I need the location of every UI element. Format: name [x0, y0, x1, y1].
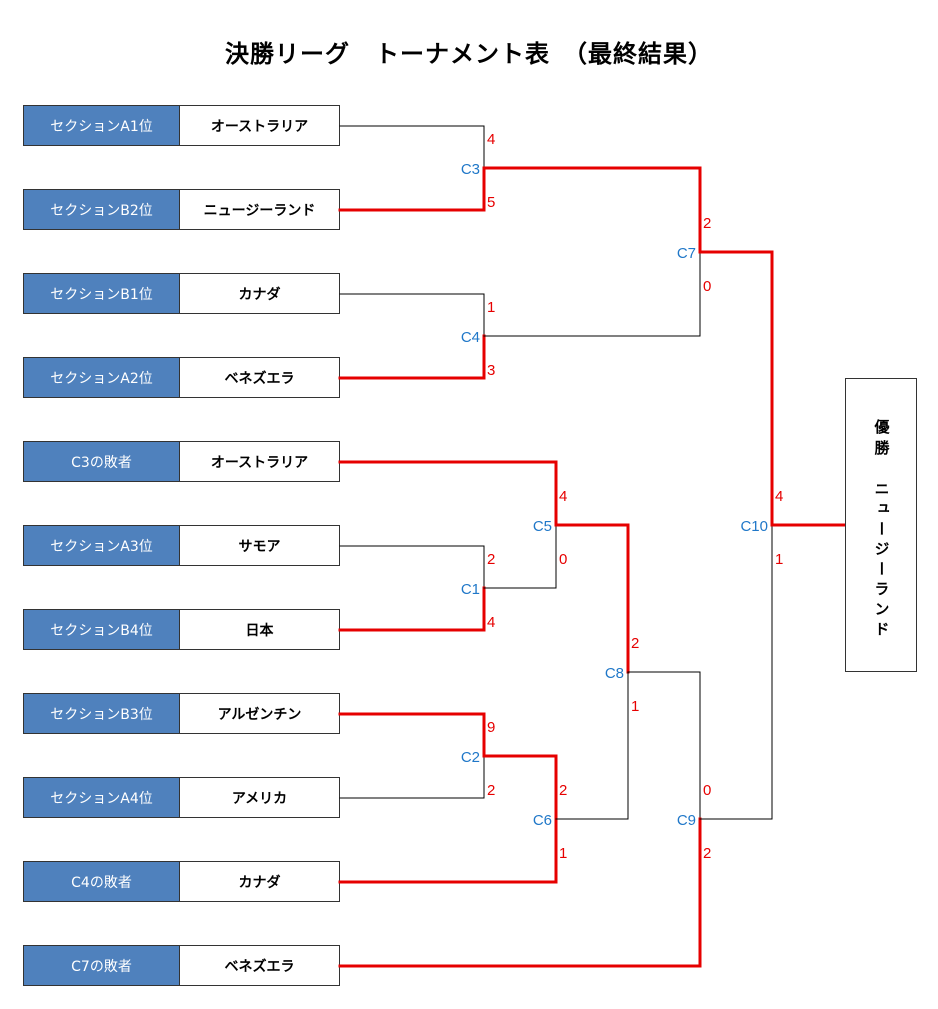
- slot-11: C7の敗者 ベネズエラ: [23, 945, 340, 986]
- match-label-c7: C7: [677, 245, 696, 262]
- line-c9-top: [627, 671, 701, 820]
- line-c6-top: [482, 754, 558, 821]
- slot-4: セクションA2位 ベネズエラ: [23, 357, 340, 398]
- line-c2-top: [338, 712, 486, 758]
- line-c3-top: [339, 125, 485, 169]
- line-c5-top: [338, 460, 558, 527]
- match-label-c8: C8: [605, 665, 624, 682]
- match-label-c1: C1: [461, 581, 480, 598]
- score-c4-top: 1: [487, 299, 495, 316]
- slot-team: カナダ: [238, 874, 281, 891]
- line-c10-top: [698, 250, 774, 527]
- score-c2-bottom: 2: [487, 782, 495, 799]
- score-c10-top: 4: [775, 488, 783, 505]
- slot-team: オーストラリア: [210, 454, 309, 471]
- score-c1-bottom: 4: [487, 614, 495, 631]
- slot-team: ニュージーランド: [203, 202, 316, 219]
- match-label-c9: C9: [677, 812, 696, 829]
- match-label-c5: C5: [533, 518, 552, 535]
- score-c1-top: 2: [487, 551, 495, 568]
- slot-seed: セクションA4位: [24, 778, 180, 817]
- line-c8-top: [554, 523, 630, 674]
- slot-team: ベネズエラ: [224, 958, 295, 975]
- score-c8-bottom: 1: [631, 698, 639, 715]
- slot-seed: セクションA1位: [24, 106, 180, 145]
- slot-10: C4の敗者 カナダ: [23, 861, 340, 902]
- line-c4-bottom: [338, 334, 486, 380]
- score-c9-bottom: 2: [703, 845, 711, 862]
- match-label-c3: C3: [461, 161, 480, 178]
- slot-1: セクションA1位 オーストラリア: [23, 105, 340, 146]
- line-c1-top: [339, 545, 485, 589]
- score-c2-top: 9: [487, 719, 495, 736]
- slot-team: 日本: [245, 622, 274, 639]
- slot-team: サモア: [238, 538, 281, 555]
- score-c6-top: 2: [559, 782, 567, 799]
- champion-label: 優勝: [872, 419, 891, 461]
- score-c5-bottom: 0: [559, 551, 567, 568]
- slot-seed: セクションB2位: [24, 190, 180, 229]
- score-c6-bottom: 1: [559, 845, 567, 862]
- match-label-c2: C2: [461, 749, 480, 766]
- score-c9-top: 0: [703, 782, 711, 799]
- slot-seed: C7の敗者: [24, 946, 180, 985]
- match-label-c6: C6: [533, 812, 552, 829]
- line-c5-bottom: [483, 524, 557, 589]
- score-c8-top: 2: [631, 635, 639, 652]
- match-label-c10: C10: [740, 518, 768, 535]
- slot-seed: C4の敗者: [24, 862, 180, 901]
- slot-seed: セクションB1位: [24, 274, 180, 313]
- slot-9: セクションA4位 アメリカ: [23, 777, 340, 818]
- slot-team: アメリカ: [231, 790, 288, 807]
- slot-2: セクションB2位 ニュージーランド: [23, 189, 340, 230]
- slot-3: セクションB1位 カナダ: [23, 273, 340, 314]
- slot-seed: C3の敗者: [24, 442, 180, 481]
- champion-box: 優勝 ニュージーランド: [845, 378, 917, 672]
- champion-team: ニュージーランド: [872, 481, 891, 641]
- line-c1-bottom: [338, 586, 486, 632]
- line-c8-bottom: [555, 671, 629, 820]
- slot-5: C3の敗者 オーストラリア: [23, 441, 340, 482]
- score-c4-bottom: 3: [487, 362, 495, 379]
- slot-seed: セクションB4位: [24, 610, 180, 649]
- slot-7: セクションB4位 日本: [23, 609, 340, 650]
- page-title: 決勝リーグ トーナメント表 （最終結果）: [225, 40, 713, 68]
- score-c7-top: 2: [703, 215, 711, 232]
- line-c10-bottom: [699, 524, 773, 820]
- slot-team: オーストラリア: [210, 118, 309, 135]
- line-c7-top: [482, 166, 702, 254]
- line-c6-bottom: [338, 817, 558, 884]
- slot-team: カナダ: [238, 286, 281, 303]
- match-label-c4: C4: [461, 329, 480, 346]
- line-c7-bottom: [483, 251, 701, 337]
- score-c3-top: 4: [487, 131, 495, 148]
- slot-seed: セクションA2位: [24, 358, 180, 397]
- slot-6: セクションA3位 サモア: [23, 525, 340, 566]
- line-c3-bottom: [338, 166, 486, 212]
- slot-team: アルゼンチン: [217, 706, 302, 723]
- score-c3-bottom: 5: [487, 194, 495, 211]
- line-c9-bottom: [338, 817, 702, 968]
- line-c4-top: [339, 293, 485, 337]
- slot-seed: セクションA3位: [24, 526, 180, 565]
- slot-seed: セクションB3位: [24, 694, 180, 733]
- line-c2-bottom: [339, 755, 485, 799]
- score-c7-bottom: 0: [703, 278, 711, 295]
- slot-team: ベネズエラ: [224, 370, 295, 387]
- score-c10-bottom: 1: [775, 551, 783, 568]
- score-c5-top: 4: [559, 488, 567, 505]
